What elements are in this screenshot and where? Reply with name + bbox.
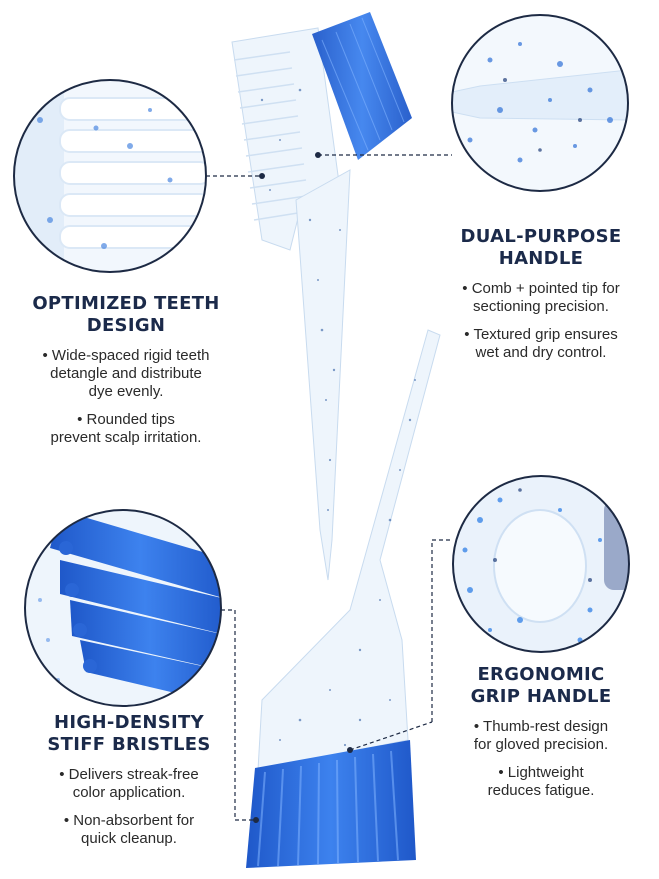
feature-bristles-title: HIGH-DENSITY STIFF BRISTLES bbox=[47, 712, 211, 755]
feature-bristles-bullet-1: • Delivers streak-free color application… bbox=[59, 766, 199, 801]
comb-brush bbox=[231, 12, 412, 581]
glitter-speckles bbox=[260, 88, 416, 747]
zoom-circle-teeth bbox=[13, 79, 207, 273]
feature-teeth-bullet-1: • Wide-spaced rigid teeth detangle and d… bbox=[42, 347, 210, 400]
zoom-circle-handle bbox=[451, 14, 629, 192]
feature-teeth-title: OPTIMIZED TEETH DESIGN bbox=[32, 293, 220, 336]
feature-handle-bullet-1: • Comb + pointed tip for sectioning prec… bbox=[462, 280, 620, 315]
zoom-circle-grip bbox=[452, 475, 630, 653]
flat-brush bbox=[246, 329, 441, 868]
zoom-circle-bristles bbox=[24, 509, 222, 707]
connector-lines bbox=[206, 154, 453, 821]
feature-handle: DUAL-PURPOSE HANDLE • Comb + pointed tip… bbox=[430, 226, 652, 362]
feature-grip-bullet-2: • Lightweight reduces fatigue. bbox=[487, 764, 595, 799]
feature-teeth-bullet-2: • Rounded tips prevent scalp irritation. bbox=[50, 411, 202, 446]
feature-handle-bullet-2: • Textured grip ensures wet and dry cont… bbox=[464, 326, 618, 361]
feature-bristles: HIGH-DENSITY STIFF BRISTLES • Delivers s… bbox=[18, 712, 240, 848]
feature-teeth: OPTIMIZED TEETH DESIGN • Wide-spaced rig… bbox=[6, 293, 246, 447]
feature-bristles-bullet-2: • Non-absorbent for quick cleanup. bbox=[63, 812, 195, 847]
feature-grip: ERGONOMIC GRIP HANDLE • Thumb-rest desig… bbox=[430, 664, 652, 800]
feature-grip-bullet-1: • Thumb-rest design for gloved precision… bbox=[473, 718, 609, 753]
feature-handle-title: DUAL-PURPOSE HANDLE bbox=[460, 226, 622, 269]
feature-grip-title: ERGONOMIC GRIP HANDLE bbox=[470, 664, 612, 707]
